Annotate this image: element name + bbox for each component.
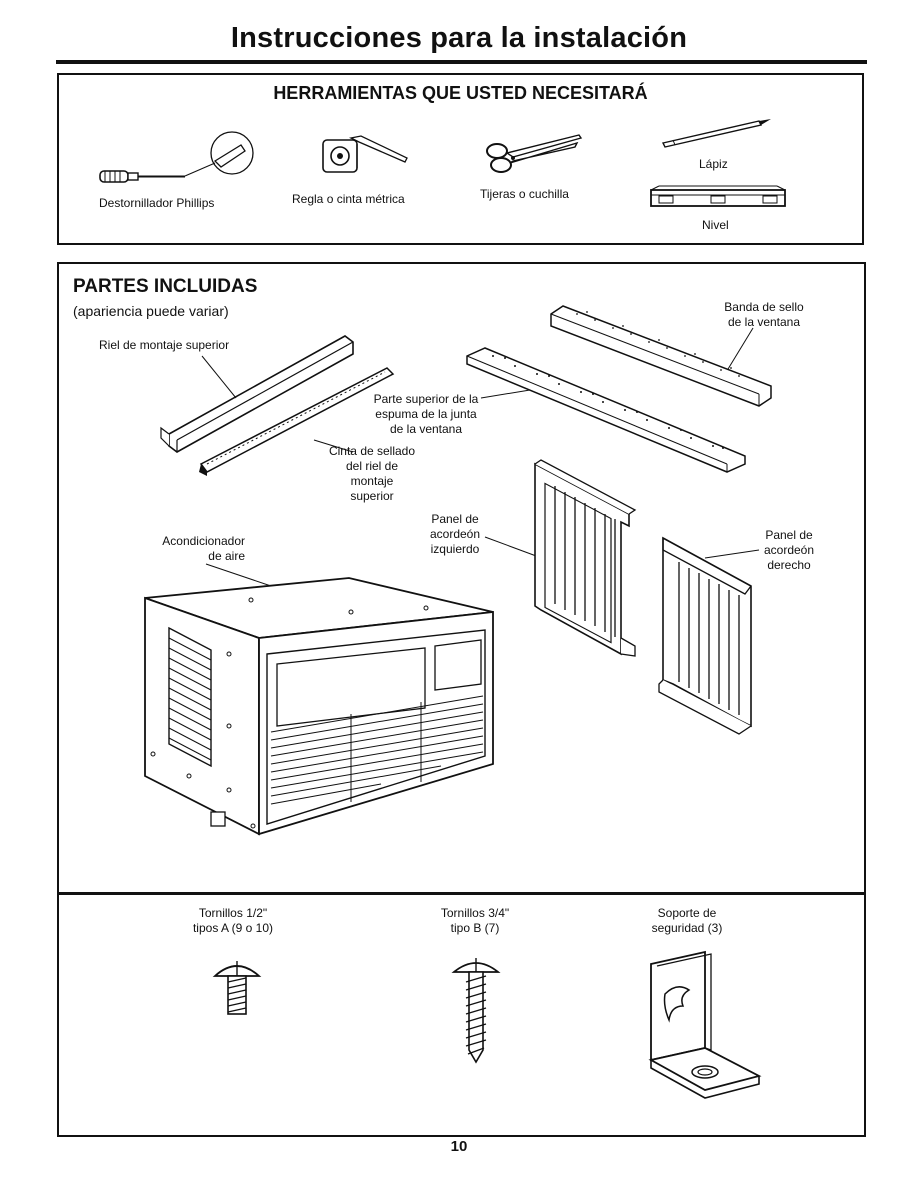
- tool-label-pencil: Lápiz: [699, 157, 728, 171]
- level-icon: [650, 185, 786, 207]
- label-security-bracket-line2: seguridad (3): [651, 921, 723, 935]
- tools-section: HERRAMIENTAS QUE USTED NECESITARÁ Destor…: [57, 73, 864, 245]
- long-screw-icon: [451, 958, 501, 1064]
- tape-measure-icon: [322, 135, 408, 173]
- screwdriver-icon: [99, 131, 254, 183]
- label-air-conditioner-line2: de aire: [208, 549, 245, 563]
- right-accordion-panel-icon: [658, 536, 752, 735]
- tool-label-screwdriver: Destornillador Phillips: [99, 196, 215, 210]
- parts-divider: [59, 892, 864, 895]
- parts-heading: PARTES INCLUIDAS: [73, 276, 258, 297]
- label-left-panel-line3: izquierdo: [430, 542, 480, 556]
- label-security-bracket-line1: Soporte de: [657, 906, 717, 920]
- label-right-panel-line3: derecho: [767, 558, 811, 572]
- label-long-screws-line2: tipo B (7): [450, 921, 500, 935]
- title-rule: [56, 60, 867, 64]
- label-long-screws: Tornillos 3/4" tipo B (7): [401, 906, 549, 936]
- label-right-panel-line2: acordeón: [763, 543, 815, 557]
- tool-label-scissors: Tijeras o cuchilla: [480, 187, 569, 201]
- label-short-screws: Tornillos 1/2" tipos A (9 o 10): [159, 906, 307, 936]
- label-air-conditioner-line1: Acondicionador: [162, 534, 245, 548]
- foam-top-strip-icon: [466, 347, 746, 473]
- label-foam-top: Parte superior de la espuma de la junta …: [371, 392, 481, 437]
- label-foam-top-line3: de la ventana: [389, 422, 463, 436]
- label-rail-seal-tape-line4: superior: [350, 489, 394, 503]
- air-conditioner-icon: [144, 577, 494, 836]
- label-right-panel-line1: Panel de: [765, 528, 813, 542]
- scissors-icon: [486, 134, 583, 173]
- parts-subheading: (apariencia puede variar): [73, 303, 229, 319]
- label-air-conditioner: Acondicionador de aire: [125, 534, 245, 564]
- label-rail-seal-tape-line2: del riel de: [345, 459, 399, 473]
- leader-top-rail: [201, 327, 760, 587]
- rail-sealing-tape-icon: [199, 367, 395, 476]
- tool-label-tape-measure: Regla o cinta métrica: [292, 192, 405, 206]
- label-foam-top-line2: espuma de la junta: [375, 407, 477, 421]
- security-bracket-icon: [648, 950, 762, 1099]
- label-long-screws-line1: Tornillos 3/4": [440, 906, 510, 920]
- top-mounting-rail-icon: [160, 335, 354, 453]
- tool-label-level: Nivel: [702, 218, 729, 232]
- tools-heading: HERRAMIENTAS QUE USTED NECESITARÁ: [273, 83, 648, 103]
- label-left-panel-line2: acordeón: [429, 527, 481, 541]
- label-short-screws-line2: tipos A (9 o 10): [192, 921, 274, 935]
- parts-section: PARTES INCLUIDAS (apariencia puede varia…: [57, 262, 866, 1137]
- label-security-bracket: Soporte de seguridad (3): [613, 906, 761, 936]
- label-window-seal-line1: Banda de sello: [724, 300, 804, 314]
- window-seal-strip-icon: [550, 305, 772, 407]
- label-left-panel: Panel de acordeón izquierdo: [415, 512, 495, 557]
- label-left-panel-line1: Panel de: [431, 512, 479, 526]
- label-rail-seal-tape-line3: montaje: [350, 474, 394, 488]
- label-rail-seal-tape: Cinta de sellado del riel de montaje sup…: [317, 444, 427, 504]
- label-foam-top-line1: Parte superior de la: [373, 392, 479, 406]
- left-accordion-panel-icon: [534, 459, 637, 657]
- page-number: 10: [450, 1138, 468, 1155]
- label-rail-seal-tape-line1: Cinta de sellado: [328, 444, 416, 458]
- label-window-seal-line2: de la ventana: [727, 315, 801, 329]
- label-top-rail: Riel de montaje superior: [99, 338, 230, 352]
- pencil-icon: [661, 119, 771, 148]
- label-right-panel: Panel de acordeón derecho: [747, 528, 831, 573]
- label-short-screws-line1: Tornillos 1/2": [198, 906, 268, 920]
- label-window-seal: Banda de sello de la ventana: [709, 300, 819, 330]
- page-title: Instrucciones para la instalación: [230, 22, 688, 54]
- short-screw-icon: [212, 961, 262, 1015]
